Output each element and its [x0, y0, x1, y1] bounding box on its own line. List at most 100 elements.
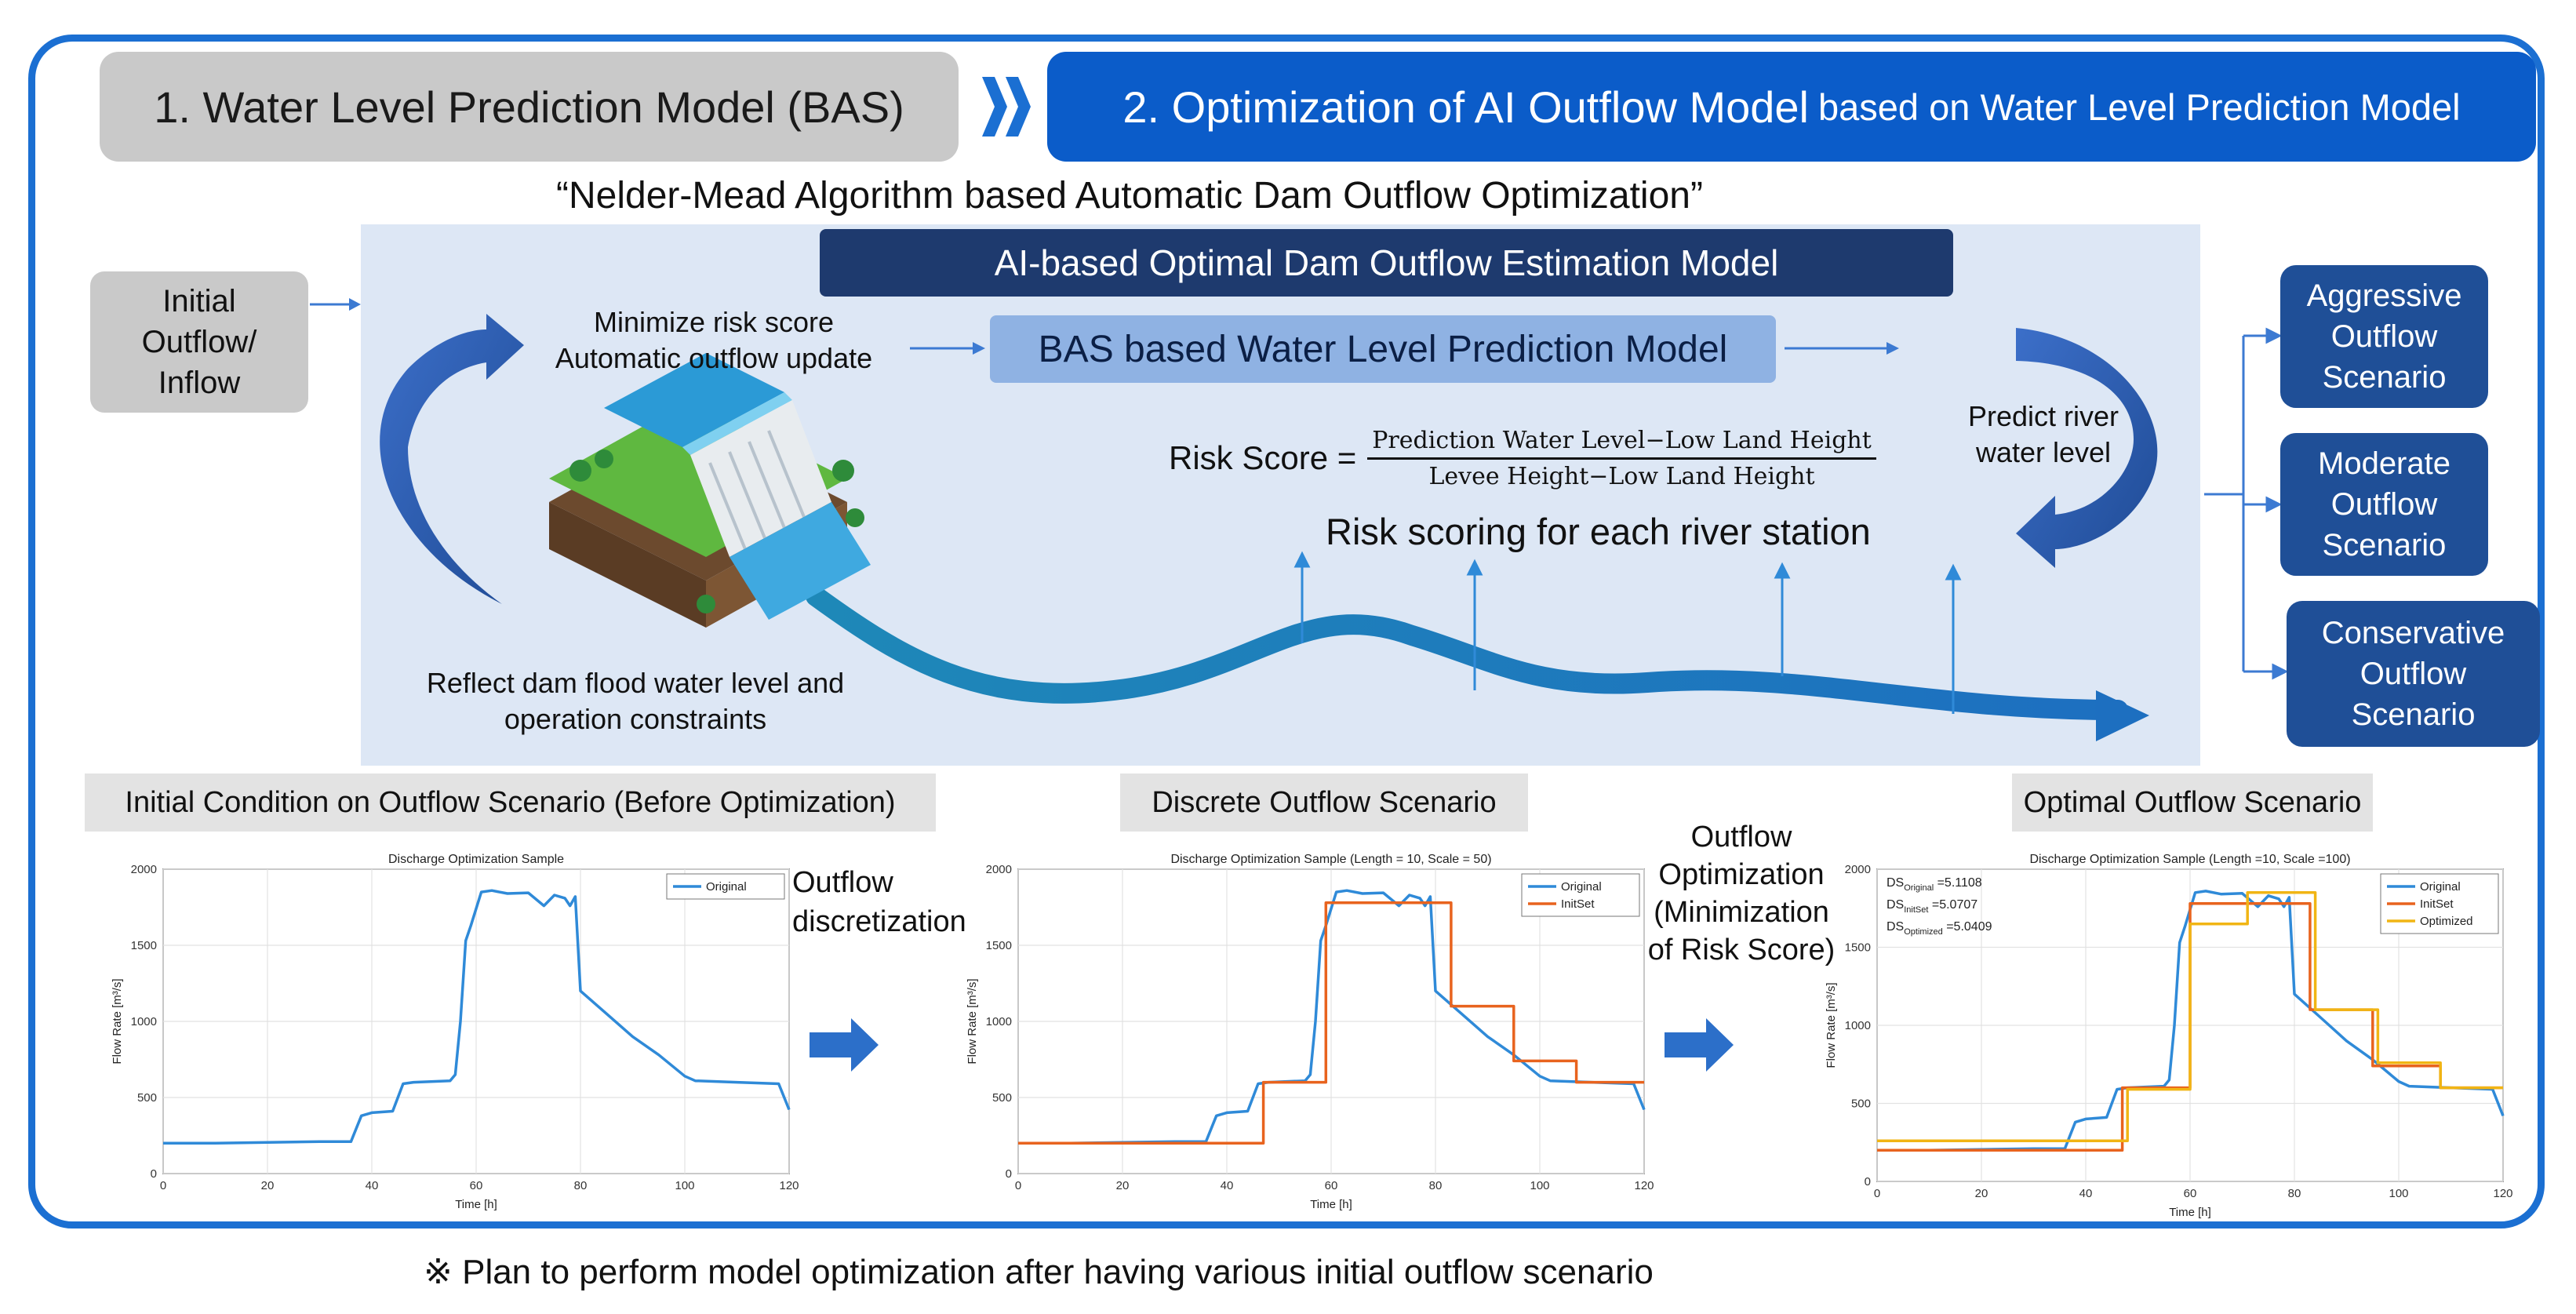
chart-title: Discharge Optimization Sample (Length = …	[1170, 853, 1491, 866]
initial-line-3: Inflow	[158, 366, 241, 400]
x-tick-label: 20	[1975, 1187, 1988, 1200]
section-title-initial: Initial Condition on Outflow Scenario (B…	[85, 773, 936, 832]
outflow-disc-line-1: Outflow	[792, 866, 893, 899]
outflow-opt-line-3: (Minimization	[1654, 896, 1829, 929]
reflect-line-1: Reflect dam flood water level and	[426, 667, 845, 699]
scenario-moderate: Moderate Outflow Scenario	[2280, 433, 2488, 576]
y-tick-label: 2000	[1845, 863, 1871, 876]
scenario-aggressive-line-2: Outflow	[2330, 319, 2438, 354]
outflow-opt-line-4: of Risk Score)	[1647, 934, 1836, 966]
scenario-moderate-line-2: Outflow	[2330, 487, 2438, 522]
risk-fraction: Prediction Water Level−Low Land Height L…	[1367, 427, 1876, 490]
outflow-discretization-text: Outflow discretization	[792, 863, 981, 941]
risk-score-label: Risk Score =	[1169, 439, 1357, 476]
algorithm-quote: “Nelder-Mead Algorithm based Automatic D…	[556, 175, 1703, 217]
section-title-discrete: Discrete Outflow Scenario	[1120, 773, 1528, 832]
block-arrow-icon-2	[1665, 1018, 1734, 1072]
scenario-conservative-line-2: Outflow	[2360, 657, 2467, 691]
x-tick-label: 60	[470, 1179, 483, 1192]
y-tick-label: 1500	[131, 939, 157, 952]
initial-line-1: Initial	[162, 284, 236, 318]
double-chevron-icon	[982, 77, 1031, 136]
x-axis-label: Time [h]	[2169, 1206, 2211, 1219]
y-axis-label: Flow Rate [m³/s]	[1825, 982, 1838, 1068]
series-line-initset	[1018, 901, 1644, 1145]
y-tick-label: 1000	[131, 1015, 157, 1028]
arrow-minimize-to-bas	[910, 342, 985, 355]
outflow-opt-line-2: Optimization	[1658, 858, 1825, 891]
x-tick-label: 100	[675, 1179, 694, 1192]
x-tick-label: 0	[160, 1179, 166, 1192]
y-tick-label: 500	[1851, 1097, 1871, 1111]
y-tick-label: 1000	[1845, 1019, 1871, 1032]
minimize-line-2: Automatic outflow update	[555, 342, 873, 374]
y-tick-label: 1000	[986, 1015, 1012, 1028]
river-flow-icon	[806, 586, 2149, 741]
ai-model-title: AI-based Optimal Dam Outflow Estimation …	[820, 229, 1953, 297]
y-tick-label: 1500	[1845, 941, 1871, 955]
y-tick-label: 500	[992, 1091, 1012, 1105]
main-frame	[28, 35, 2545, 1228]
footnote: ※ Plan to perform model optimization aft…	[424, 1253, 1654, 1291]
scenario-conservative: Conservative Outflow Scenario	[2287, 601, 2540, 747]
series-line-optimized	[1877, 891, 2503, 1143]
dam-illustration-icon	[549, 353, 871, 628]
legend-label: Original	[1561, 880, 1602, 894]
x-tick-label: 120	[1634, 1179, 1654, 1192]
y-tick-label: 2000	[131, 863, 157, 876]
risk-denominator: Levee Height−Low Land Height	[1428, 462, 1815, 490]
y-tick-label: 0	[151, 1167, 157, 1181]
risk-station-text: Risk scoring for each river station	[1326, 511, 1871, 552]
legend-label: Original	[706, 880, 747, 894]
reflect-text: Reflect dam flood water level and operat…	[408, 665, 863, 737]
step2-header: 2. Optimization of AI Outflow Model base…	[1047, 52, 2536, 162]
block-arrow-icon-1	[810, 1018, 879, 1072]
series-line-original	[1877, 890, 2505, 1152]
x-tick-label: 100	[1530, 1179, 1549, 1192]
bas-model-box: BAS based Water Level Prediction Model	[990, 315, 1776, 383]
x-tick-label: 40	[2079, 1187, 2093, 1200]
predict-text: Predict river water level	[1937, 399, 2149, 471]
series-line-original	[163, 889, 791, 1145]
outflow-disc-line-2: discretization	[792, 905, 966, 938]
minimize-text: Minimize risk score Automatic outflow up…	[533, 304, 894, 377]
x-tick-label: 0	[1874, 1187, 1880, 1200]
reflect-line-2: operation constraints	[504, 703, 767, 735]
outflow-opt-line-1: Outflow	[1690, 821, 1792, 854]
scenario-conservative-line-1: Conservative	[2321, 616, 2505, 650]
x-tick-label: 0	[1015, 1179, 1021, 1192]
scenario-conservative-line-3: Scenario	[2351, 697, 2476, 732]
step2-main-label: 2. Optimization of AI Outflow Model	[1122, 82, 1809, 132]
arrow-initial-to-panel	[310, 298, 361, 311]
x-tick-label: 20	[261, 1179, 275, 1192]
step1-header: 1. Water Level Prediction Model (BAS)	[100, 52, 959, 162]
y-tick-label: 500	[137, 1091, 157, 1105]
x-tick-label: 80	[1429, 1179, 1443, 1192]
y-tick-label: 0	[1865, 1175, 1871, 1188]
x-tick-label: 40	[1221, 1179, 1234, 1192]
x-tick-label: 80	[574, 1179, 588, 1192]
y-tick-label: 0	[1006, 1167, 1012, 1181]
scenario-moderate-line-3: Scenario	[2322, 528, 2447, 562]
x-tick-label: 60	[1325, 1179, 1338, 1192]
step2-sub-label: based on Water Level Prediction Model	[1818, 86, 2461, 128]
y-axis-label: Flow Rate [m³/s]	[966, 978, 979, 1064]
predict-curved-arrow-icon	[2016, 328, 2158, 568]
legend-label: InitSet	[1561, 897, 1595, 911]
legend-box	[1521, 873, 1640, 917]
legend-label: Optimized	[2420, 915, 2473, 928]
x-tick-label: 20	[1116, 1179, 1130, 1192]
x-tick-label: 80	[2288, 1187, 2301, 1200]
legend-label: InitSet	[2420, 897, 2454, 911]
step1-label: 1. Water Level Prediction Model (BAS)	[154, 82, 904, 132]
y-axis-label: Flow Rate [m³/s]	[111, 978, 124, 1064]
legend-label: Original	[2420, 880, 2461, 894]
y-tick-label: 2000	[986, 863, 1012, 876]
chart-title: Discharge Optimization Sample	[388, 853, 564, 866]
initial-outflow-box: Initial Outflow/ Inflow	[90, 271, 308, 413]
ds-annotation: DSOptimized =5.0409	[1887, 920, 1992, 937]
predict-line-2: water level	[1975, 436, 2112, 468]
